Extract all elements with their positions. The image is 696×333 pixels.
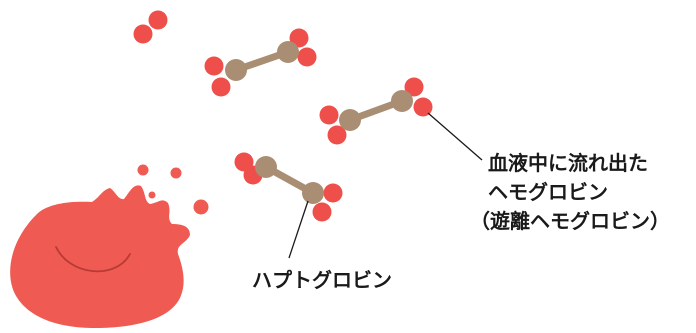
free-hemoglobin-molecule	[204, 28, 317, 97]
free-hemoglobin-label-line3: （遊離ヘモグロビン）	[470, 209, 670, 233]
heme-dot	[289, 28, 309, 48]
heme-dot	[133, 24, 153, 44]
free-hemoglobin-leader-line	[427, 112, 483, 161]
heme-dot	[327, 125, 347, 145]
haptoglobin-complex	[234, 152, 343, 222]
globin-ball	[339, 109, 361, 131]
globin-ball	[391, 90, 413, 112]
heme-dot	[413, 97, 433, 117]
burst-droplet	[170, 167, 182, 179]
heme-dot	[297, 47, 317, 67]
heme-dot	[312, 202, 332, 222]
heme-dot	[211, 77, 231, 97]
heme-dot	[404, 77, 424, 97]
haptoglobin-label: ハプトグロビン	[252, 268, 392, 292]
burst-droplet	[137, 164, 149, 176]
globin-ball	[302, 182, 324, 204]
burst-droplet	[148, 191, 156, 199]
heme-dot	[148, 10, 168, 30]
heme-dot	[204, 56, 224, 76]
globin-ball	[277, 41, 299, 63]
free-hemoglobin-label-line2: ヘモグロビン	[488, 180, 608, 204]
red-blood-cell-smile	[55, 246, 131, 273]
red-blood-cell-body	[10, 185, 190, 329]
globin-ball	[225, 59, 247, 81]
heme-dot	[323, 183, 343, 203]
red-blood-cell	[10, 164, 209, 329]
free-hemoglobin-label-line1: 血液中に流れ出た	[488, 151, 648, 175]
heme-dot	[319, 105, 339, 125]
globin-ball	[255, 156, 277, 178]
burst-droplet	[193, 199, 209, 215]
haptoglobin-leader-line	[288, 200, 309, 259]
heme-pair	[133, 10, 168, 44]
free-hemoglobin-molecule	[319, 77, 433, 145]
